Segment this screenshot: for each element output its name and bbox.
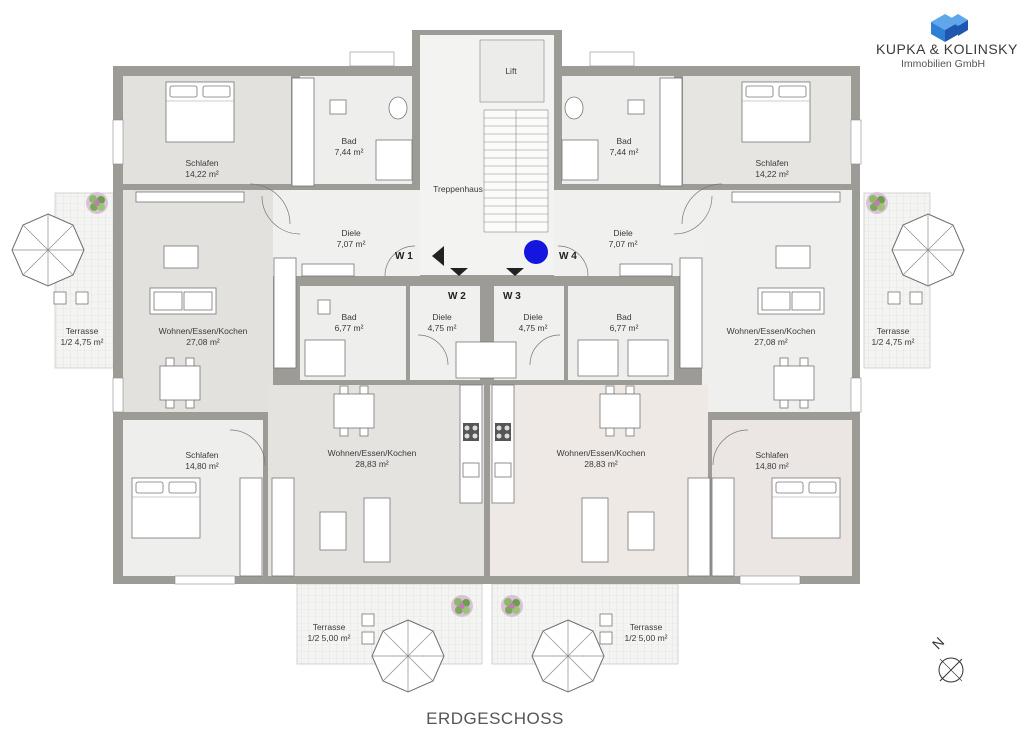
w1-living-name: Wohnen/Essen/Kochen (159, 326, 248, 336)
w4-bedroom-name: Schlafen (755, 158, 788, 168)
company-logo-icon (931, 14, 968, 42)
w3-bedroom-area: 14,80 m² (755, 461, 789, 471)
w2-bath-name: Bad (341, 312, 356, 322)
w4-bath-area: 7,44 m² (610, 147, 639, 157)
w1-living-area: 27,08 m² (186, 337, 220, 347)
w1-hall-area: 7,07 m² (337, 239, 366, 249)
stairs (483, 109, 549, 233)
unit-label-w1: W 1 (395, 251, 413, 262)
w2-living-name: Wohnen/Essen/Kochen (328, 448, 417, 458)
w3-hall-name: Diele (523, 312, 543, 322)
w2-bath-area: 6,77 m² (335, 323, 364, 333)
umbrella-w2 (371, 619, 445, 693)
w2-bedroom-area: 14,80 m² (185, 461, 219, 471)
w3-living-name: Wohnen/Essen/Kochen (557, 448, 646, 458)
umbrella-w1 (11, 213, 85, 287)
arrow-down-w2 (450, 268, 468, 276)
windows (112, 51, 862, 585)
unit-label-w4: W 4 (559, 251, 577, 262)
w4-living-area: 27,08 m² (754, 337, 788, 347)
umbrella-w3 (531, 619, 605, 693)
w2-living-area: 28,83 m² (355, 459, 389, 469)
w3-terrace-area: 1/2 5,00 m² (625, 633, 668, 643)
w1-bath-area: 7,44 m² (335, 147, 364, 157)
w3-bath-area: 6,77 m² (610, 323, 639, 333)
w1-terrace-area: 1/2 4,75 m² (61, 337, 104, 347)
w4-terrace-area: 1/2 4,75 m² (872, 337, 915, 347)
door-arcs (229, 183, 749, 466)
compass-icon (938, 657, 964, 683)
w4-hall-area: 7,07 m² (609, 239, 638, 249)
stair-label: Treppenhaus (433, 184, 483, 194)
w1-bath-name: Bad (341, 136, 356, 146)
w4-living-name: Wohnen/Essen/Kochen (727, 326, 816, 336)
w1-hall-name: Diele (341, 228, 361, 238)
w3-bath-name: Bad (616, 312, 631, 322)
w2-terrace-name: Terrasse (313, 622, 346, 632)
unit-label-w2: W 2 (448, 291, 466, 302)
w3-terrace-name: Terrasse (630, 622, 663, 632)
w1-bedroom-name: Schlafen (185, 158, 218, 168)
w2-terrace-area: 1/2 5,00 m² (308, 633, 351, 643)
floor-title: ERDGESCHOSS (426, 709, 564, 728)
w1-bedroom-area: 14,22 m² (185, 169, 219, 179)
lift (479, 39, 545, 103)
w3-bedroom-name: Schlafen (755, 450, 788, 460)
w3-hall-area: 4,75 m² (519, 323, 548, 333)
w2-bedroom-name: Schlafen (185, 450, 218, 460)
w1-terrace-name: Terrasse (66, 326, 99, 336)
w4-bath-name: Bad (616, 136, 631, 146)
w4-bedroom-area: 14,22 m² (755, 169, 789, 179)
company-name: KUPKA & KOLINSKY (876, 41, 1018, 57)
w2-hall-name: Diele (432, 312, 452, 322)
arrow-down-w3 (506, 268, 524, 276)
w2-hall-area: 4,75 m² (428, 323, 457, 333)
w3-living-area: 28,83 m² (584, 459, 618, 469)
location-marker (524, 240, 548, 264)
terrace-chairs (53, 291, 923, 645)
umbrella-w4 (891, 213, 965, 287)
lift-label: Lift (505, 66, 517, 76)
unit-label-w3: W 3 (503, 291, 521, 302)
arrow-left-w1 (432, 246, 444, 266)
company-subtitle: Immobilien GmbH (901, 58, 985, 70)
w4-terrace-name: Terrasse (877, 326, 910, 336)
w4-hall-name: Diele (613, 228, 633, 238)
north-label: N (929, 634, 947, 652)
